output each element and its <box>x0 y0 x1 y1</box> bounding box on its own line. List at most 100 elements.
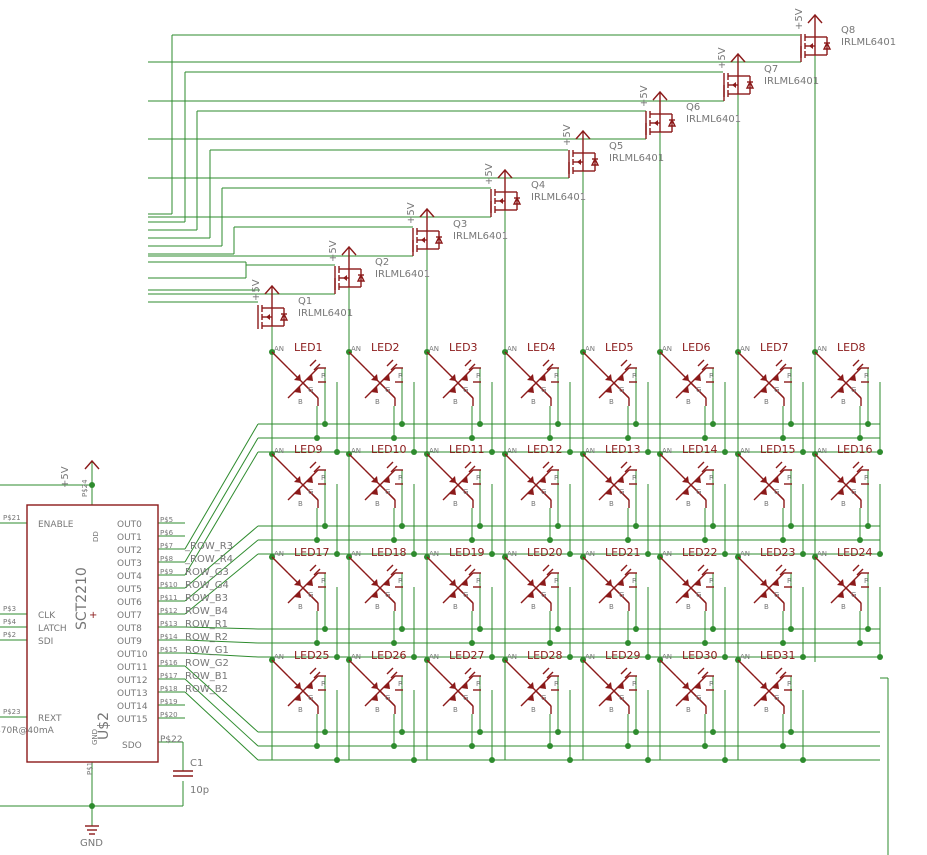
led-triangle <box>371 694 378 701</box>
led-pin-b-label: B <box>686 706 691 714</box>
led-pin-an-label: AN <box>429 653 439 661</box>
chip-pin-net: P$2 <box>3 631 16 639</box>
led-name-label: LED13 <box>605 443 641 456</box>
led-triangle <box>371 476 378 483</box>
led-emission <box>701 465 709 473</box>
led-emission <box>701 568 709 576</box>
led-name-label: LED27 <box>449 649 485 662</box>
led-pin-b-label: B <box>609 500 614 508</box>
led-triangle <box>449 374 456 381</box>
led-emission <box>313 671 321 679</box>
led-triangle <box>461 579 468 586</box>
capacitor-ref: C1 <box>190 758 203 769</box>
led-diagonal <box>535 690 552 707</box>
led-pin-r-label: R <box>864 577 869 585</box>
led-pin-b-label: B <box>686 603 691 611</box>
chip-out-label: OUT15 <box>117 715 148 725</box>
led-triangle <box>527 694 534 701</box>
led-triangle <box>461 476 468 483</box>
net-label: ROW_R1 <box>185 619 228 630</box>
led-triangle <box>294 386 301 393</box>
led-emission <box>856 465 864 473</box>
led-triangle <box>772 374 779 381</box>
led-pin-g-label: G <box>851 591 856 599</box>
supply-arrow <box>730 52 746 63</box>
led-triangle <box>371 682 378 689</box>
net-label: ROW_B3 <box>185 593 228 604</box>
led-triangle <box>837 386 844 393</box>
diode-triangle <box>667 118 677 127</box>
led-pin-b-label: B <box>375 398 380 406</box>
led-pin-g-label: G <box>463 386 468 394</box>
led-triangle <box>760 374 767 381</box>
led-pin-g-label: G <box>619 694 624 702</box>
led-name-label: LED12 <box>527 443 563 456</box>
led-diagonal <box>379 587 396 604</box>
chip-top-pin: P$24 <box>81 479 89 497</box>
capacitor-c1[interactable]: C1 10p <box>190 758 209 796</box>
led-pin-an-label: AN <box>507 345 517 353</box>
led-pin-an-label: AN <box>274 345 284 353</box>
chip-out-net: P$8 <box>160 555 173 563</box>
led-triangle <box>371 591 378 598</box>
led-diagonal <box>302 690 319 707</box>
led-pin-r-label: R <box>398 474 403 482</box>
led-pin-g-label: G <box>696 386 701 394</box>
chip-out-net: P$20 <box>160 711 178 719</box>
mosfet-arrow <box>809 43 813 49</box>
chip-out-net: P$14 <box>160 633 178 641</box>
led-emission <box>620 564 628 572</box>
led-pin-g-label: G <box>619 386 624 394</box>
transistor-supply-label: +5V <box>328 240 339 262</box>
led-pin-b-label: B <box>298 398 303 406</box>
led-triangle <box>461 374 468 381</box>
led-triangle <box>682 476 689 483</box>
led-pin-g-label: G <box>774 591 779 599</box>
led-triangle <box>682 682 689 689</box>
led-triangle <box>383 374 390 381</box>
led-triangle <box>694 476 701 483</box>
chip-out-net: P$13 <box>160 620 178 628</box>
chip-sct2210[interactable]: SCT2210 DD U$2 GND + P$24 P$1 +5V 470R@4… <box>0 466 183 775</box>
chip-plus-mark: + <box>89 610 97 621</box>
